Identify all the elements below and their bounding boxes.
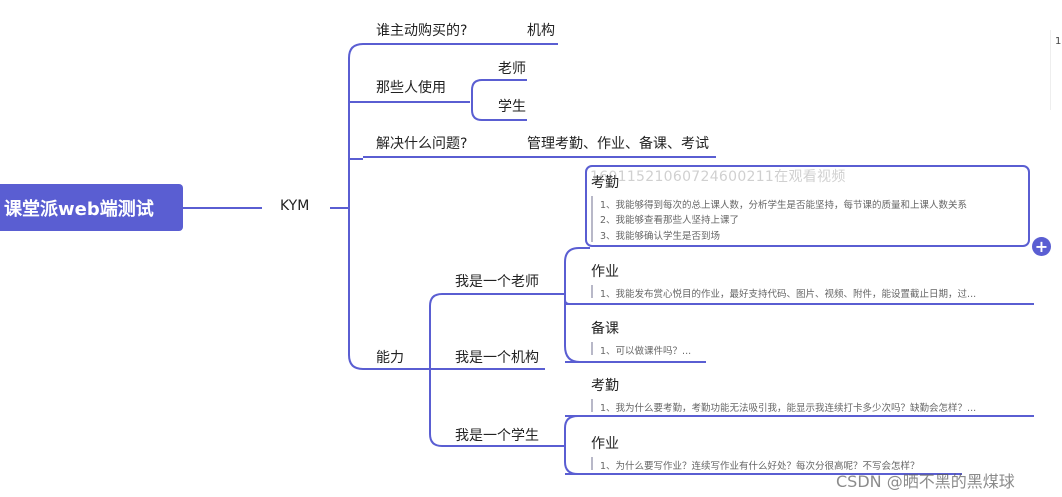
node-role-institution[interactable]: 我是一个机构 xyxy=(455,350,539,366)
kym-node[interactable]: KYM xyxy=(280,198,310,214)
note-bar xyxy=(591,342,593,355)
card-zuoye-note-1: 1、我能发布赏心悦目的作业，最好支持代码、图片、视频、附件，能设置截止日期，过.… xyxy=(600,289,977,300)
card-kaoqin-note-1: 1、我能够得到每次的总上课人数，分析学生是否能坚持，每节课的质量和上课人数关系 xyxy=(600,200,968,211)
card-student-kaoqin-title[interactable]: 考勤 xyxy=(591,378,619,394)
node-who-buys[interactable]: 谁主动购买的? xyxy=(376,23,468,39)
note-bar xyxy=(591,457,593,470)
edge-panel xyxy=(1050,30,1062,110)
node-what-problem-answer[interactable]: 管理考勤、作业、备课、考试 xyxy=(527,136,709,152)
plus-icon[interactable]: + xyxy=(1032,237,1051,256)
connector-teacher-cards xyxy=(545,247,590,363)
card-beike-note-1: 1、可以做课件吗？... xyxy=(600,346,692,357)
node-who-uses[interactable]: 那些人使用 xyxy=(376,80,446,96)
connector-users-split xyxy=(471,79,527,121)
card-zuoye-title[interactable]: 作业 xyxy=(591,264,619,280)
node-who-buys-answer[interactable]: 机构 xyxy=(527,23,555,39)
root-node[interactable]: 课堂派web端测试 xyxy=(0,184,183,231)
note-bar xyxy=(591,196,593,242)
note-bar xyxy=(591,399,593,412)
card-kaoqin-title[interactable]: 考勤 xyxy=(591,175,619,191)
node-what-problem[interactable]: 解决什么问题? xyxy=(376,136,468,152)
node-role-student[interactable]: 我是一个学生 xyxy=(455,428,539,444)
card-student-zuoye-note-1: 1、为什么要写作业？连续写作业有什么好处？每次分很高呢？不写会怎样？ xyxy=(600,461,920,472)
note-bar xyxy=(591,285,593,298)
card-student-kaoqin-note-1: 1、我为什么要考勤，考勤功能无法吸引我，能显示我连续打卡多少次吗？缺勤会怎样？.… xyxy=(600,403,977,414)
csdn-watermark: CSDN @晒不黑的黑煤球 xyxy=(836,472,1015,491)
connector-ability-split xyxy=(429,293,545,447)
node-student-user[interactable]: 学生 xyxy=(498,99,526,115)
viewer-watermark: 16011521060724600211在观看视频 xyxy=(590,169,846,185)
card-student-zuoye-title[interactable]: 作业 xyxy=(591,436,619,452)
card-kaoqin-selection xyxy=(585,165,1030,247)
connector-trunk xyxy=(348,43,364,370)
node-role-teacher[interactable]: 我是一个老师 xyxy=(455,274,539,290)
card-kaoqin-note-3: 3、我能够确认学生是否到场 xyxy=(600,231,721,242)
root-label: 课堂派web端测试 xyxy=(4,198,154,220)
edge-digit: 1 xyxy=(1055,36,1062,47)
node-teacher-user[interactable]: 老师 xyxy=(498,61,526,77)
card-beike-title[interactable]: 备课 xyxy=(591,321,619,337)
node-ability[interactable]: 能力 xyxy=(376,350,404,366)
connector-student-cards xyxy=(545,415,590,475)
card-kaoqin-note-2: 2、我能够查看那些人坚持上课了 xyxy=(600,215,740,226)
